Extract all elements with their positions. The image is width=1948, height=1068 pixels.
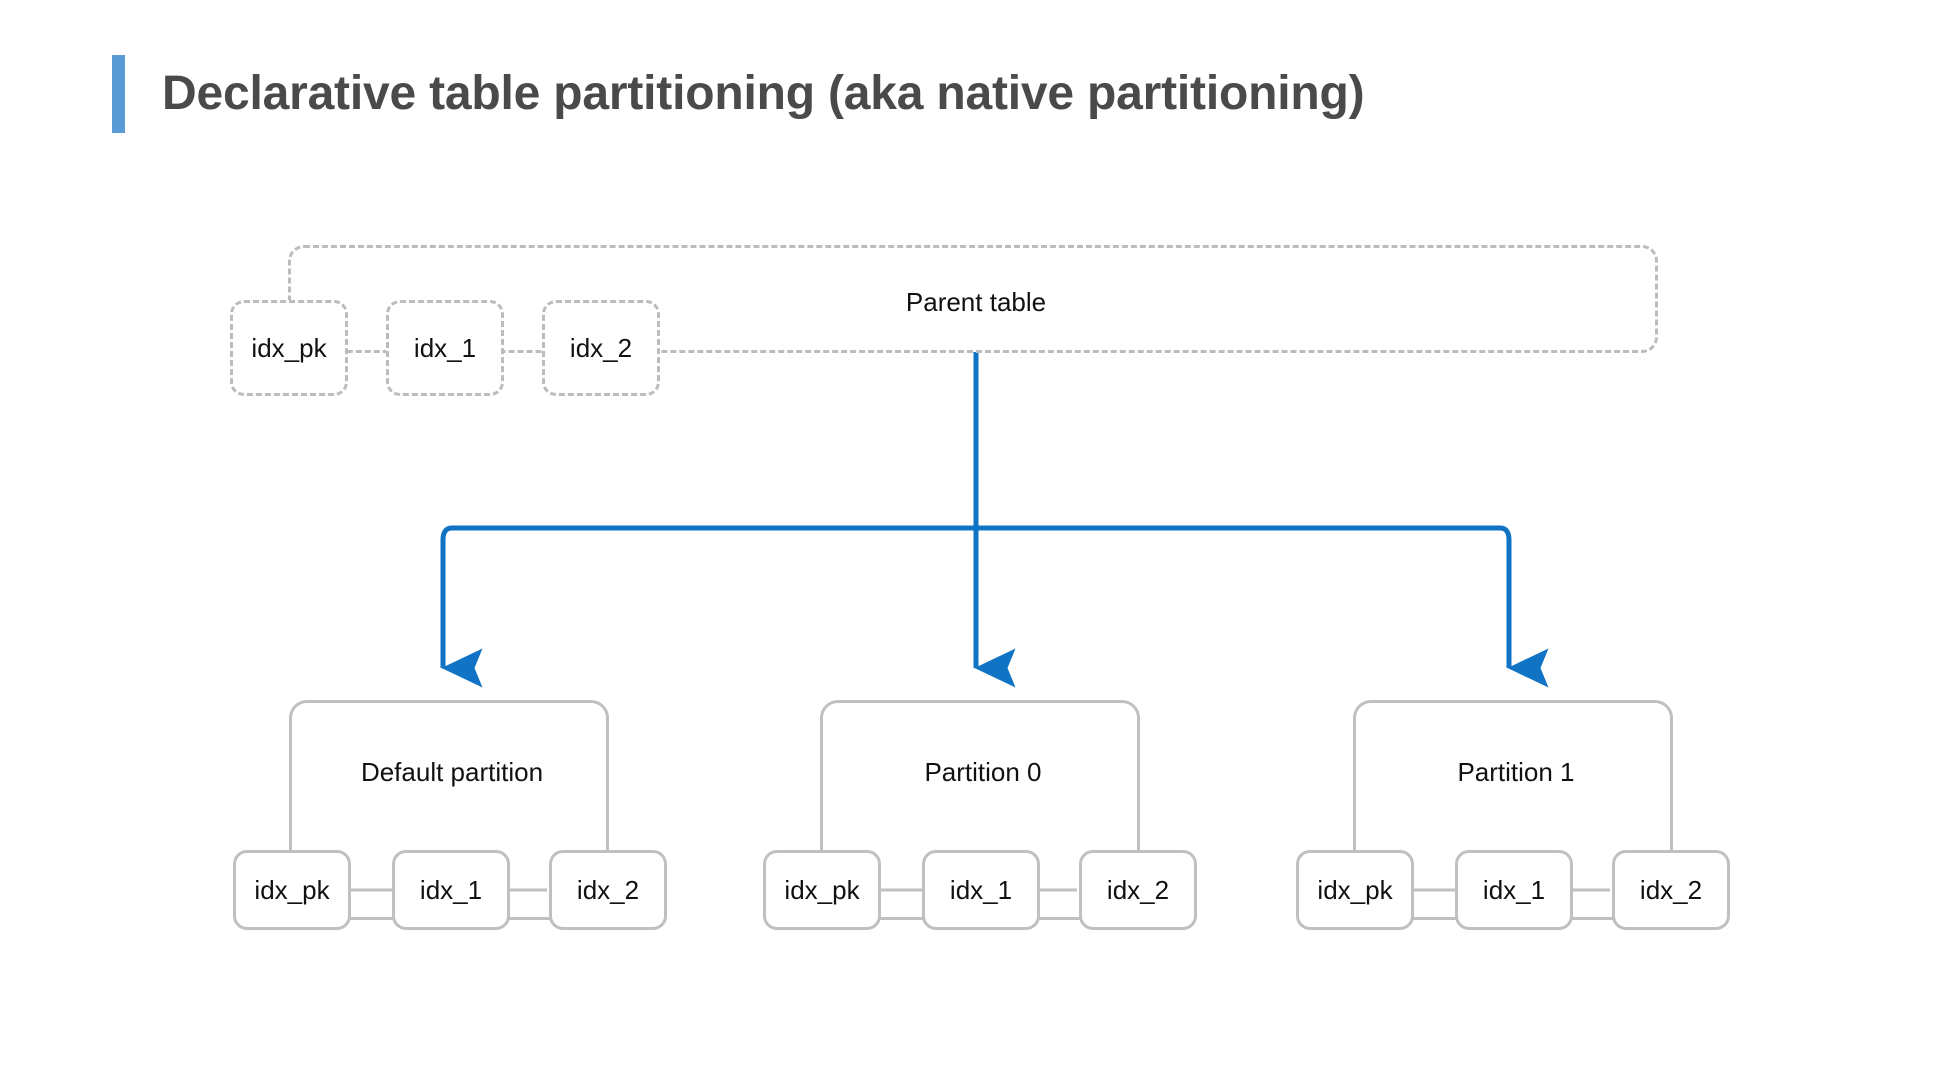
parent-index-idx-1[interactable]: idx_1 [386, 300, 504, 396]
parent-index-label: idx_pk [251, 332, 327, 363]
partition-0-index-idx-pk[interactable]: idx_pk [763, 850, 881, 930]
index-label: idx_pk [1317, 874, 1393, 905]
partition-default-index-idx-pk[interactable]: idx_pk [233, 850, 351, 930]
partition-default-index-idx-2[interactable]: idx_2 [549, 850, 667, 930]
partition-label: Default partition [360, 757, 544, 787]
index-label: idx_2 [1639, 874, 1703, 905]
parent-index-label: idx_1 [413, 332, 477, 363]
parent-index-idx-2[interactable]: idx_2 [542, 300, 660, 396]
parent-index-label: idx_2 [569, 332, 633, 363]
index-label: idx_pk [254, 874, 330, 905]
partition-box-default[interactable]: Default partition [289, 700, 609, 920]
index-label: idx_pk [784, 874, 860, 905]
partition-label: Partition 1 [1457, 757, 1575, 787]
partition-0-index-idx-2[interactable]: idx_2 [1079, 850, 1197, 930]
connector-branch-right [1499, 525, 1549, 688]
partition-0-index-idx-1[interactable]: idx_1 [922, 850, 1040, 930]
partition-1-index-idx-1[interactable]: idx_1 [1455, 850, 1573, 930]
partition-1-index-idx-2[interactable]: idx_2 [1612, 850, 1730, 930]
index-label: idx_1 [419, 874, 483, 905]
parent-index-idx-pk[interactable]: idx_pk [230, 300, 348, 396]
page-title: Declarative table partitioning (aka nati… [162, 67, 1365, 120]
index-label: idx_2 [576, 874, 640, 905]
connector-branch-left [440, 525, 483, 688]
page-title-block: Declarative table partitioning (aka nati… [112, 55, 1365, 133]
index-label: idx_2 [1106, 874, 1170, 905]
partition-default-index-idx-1[interactable]: idx_1 [392, 850, 510, 930]
index-label: idx_1 [1482, 874, 1546, 905]
partition-label: Partition 0 [924, 757, 1042, 787]
partition-1-index-idx-pk[interactable]: idx_pk [1296, 850, 1414, 930]
index-label: idx_1 [949, 874, 1013, 905]
title-accent-bar [112, 55, 125, 133]
